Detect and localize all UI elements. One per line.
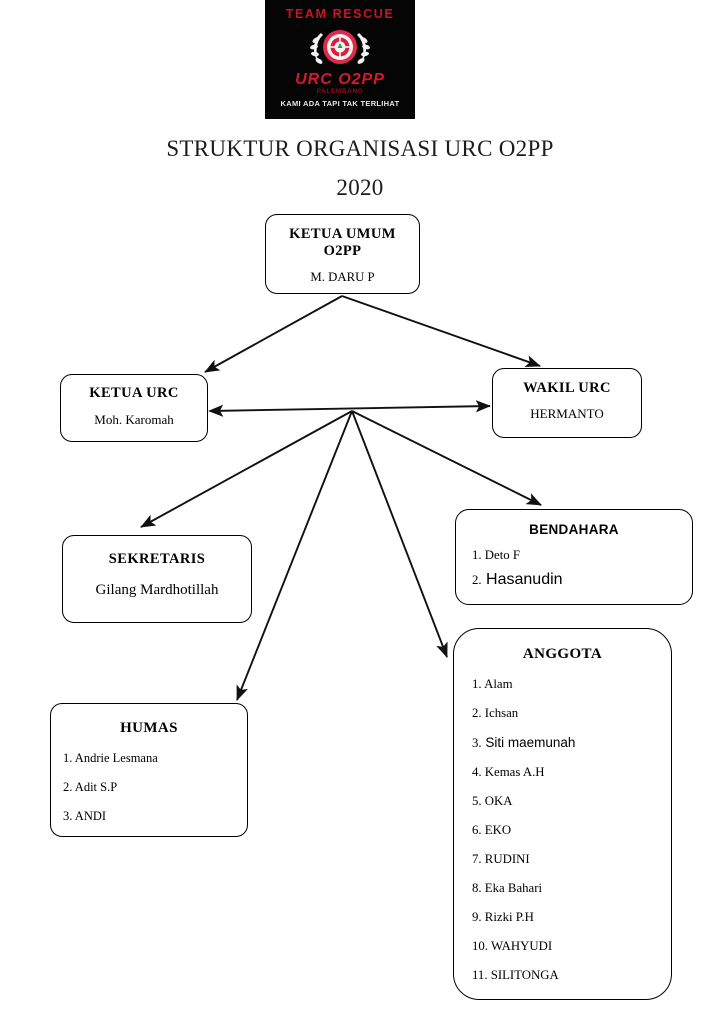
node-ketua-umum[interactable]: KETUA UMUM O2PP M. DARU P	[265, 214, 420, 294]
connector-hub-to-sekretaris	[140, 410, 353, 528]
connector-ketuaumum-to-ketuaurc	[204, 295, 343, 373]
connector-hub-to-humas	[236, 410, 353, 701]
node-ketua-urc[interactable]: KETUA URC Moh. Karomah	[60, 374, 208, 442]
node-sekretaris-title: SEKRETARIS	[108, 551, 206, 567]
list-item: 2. Adit S.P	[63, 780, 247, 795]
list-item: 9. Rizki P.H	[472, 910, 671, 925]
node-bendahara-title: BENDAHARA	[529, 522, 619, 537]
node-wakil-urc[interactable]: WAKIL URC HERMANTO	[492, 368, 642, 438]
list-item: 11. SILITONGA	[472, 968, 671, 983]
logo-org-text: URC O2PP	[295, 71, 385, 88]
list-item-number: 2.	[63, 780, 73, 794]
list-item-number: 1.	[472, 548, 482, 562]
node-ketua-umum-title-line1: KETUA UMUM	[289, 226, 396, 242]
list-item-name: Kemas A.H	[481, 765, 545, 779]
urc-o2pp-logo: TEAM RESCUE	[265, 0, 415, 119]
node-ketua-umum-title-line2: O2PP	[323, 243, 362, 259]
connector-ketuaumum-to-wakilurc	[341, 295, 541, 367]
logo-crest-icon	[310, 30, 370, 64]
list-item: 4. Kemas A.H	[472, 765, 671, 780]
list-item-name: Andrie Lesmana	[72, 751, 158, 765]
node-ketua-umum-name: M. DARU P	[310, 270, 375, 284]
node-wakil-urc-title: WAKIL URC	[523, 380, 611, 396]
node-humas-title: HUMAS	[120, 720, 178, 736]
list-item: 1. Deto F	[472, 548, 692, 563]
list-item: 8. Eka Bahari	[472, 881, 671, 896]
node-sekretaris[interactable]: SEKRETARIS Gilang Mardhotillah	[62, 535, 252, 623]
logo-sub-text: PALEMBANG	[316, 88, 364, 95]
list-item-name: Deto F	[481, 548, 521, 562]
list-item-number: 5.	[472, 794, 482, 808]
node-sekretaris-name: Gilang Mardhotillah	[95, 582, 219, 598]
list-item: 2. Ichsan	[472, 706, 671, 721]
node-bendahara-member-list: 1. Deto F 2. Hasanudin	[456, 548, 692, 589]
list-item-name: OKA	[481, 794, 513, 808]
list-item-name: Adit S.P	[72, 780, 118, 794]
connector-hub-to-anggota	[351, 410, 448, 658]
list-item-name: RUDINI	[481, 852, 530, 866]
list-item-number: 1.	[63, 751, 73, 765]
list-item-name: Siti maemunah	[481, 735, 576, 750]
list-item-number: 7.	[472, 852, 482, 866]
node-anggota-title: ANGGOTA	[522, 646, 603, 662]
node-anggota[interactable]: ANGGOTA 1. Alam 2. Ichsan 3. Siti maemunah…	[453, 628, 672, 1000]
list-item: 6. EKO	[472, 823, 671, 838]
list-item: 7. RUDINI	[472, 852, 671, 867]
connector-ketuaurc-to-wakilurc	[208, 400, 491, 417]
node-humas[interactable]: HUMAS 1. Andrie Lesmana 2. Adit S.P 3. AND…	[50, 703, 248, 837]
list-item-number: 2.	[472, 573, 482, 587]
list-item: 2. Hasanudin	[472, 571, 692, 589]
list-item-number: 11.	[472, 968, 488, 982]
list-item-number: 3.	[63, 809, 73, 823]
list-item: 1. Alam	[472, 677, 671, 692]
list-item: 5. OKA	[472, 794, 671, 809]
logo-tagline: KAMI ADA TAPI TAK TERLIHAT	[280, 99, 400, 108]
list-item-number: 6.	[472, 823, 482, 837]
list-item-name: Hasanudin	[481, 571, 563, 588]
list-item-number: 2.	[472, 706, 482, 720]
list-item-number: 4.	[472, 765, 482, 779]
node-humas-member-list: 1. Andrie Lesmana 2. Adit S.P 3. ANDI	[51, 751, 247, 824]
list-item-name: ANDI	[72, 809, 107, 823]
node-ketua-urc-name: Moh. Karomah	[94, 412, 174, 427]
node-ketua-urc-title: KETUA URC	[89, 385, 179, 401]
page-title: STRUKTUR ORGANISASI URC O2PP	[166, 136, 554, 161]
list-item-number: 10.	[472, 939, 488, 953]
connector-hub-to-bendahara	[351, 410, 542, 506]
list-item: 3. ANDI	[63, 809, 247, 824]
page-title-year: 2020	[336, 175, 384, 200]
list-item-name: Ichsan	[481, 706, 519, 720]
list-item: 1. Andrie Lesmana	[63, 751, 247, 766]
list-item: 3. Siti maemunah	[472, 735, 671, 751]
list-item-name: EKO	[481, 823, 512, 837]
list-item-name: Alam	[481, 677, 513, 691]
list-item-name: Eka Bahari	[481, 881, 543, 895]
list-item-name: SILITONGA	[487, 968, 559, 982]
list-item-name: WAHYUDI	[488, 939, 553, 953]
node-bendahara[interactable]: BENDAHARA 1. Deto F 2. Hasanudin	[455, 509, 693, 605]
list-item-number: 9.	[472, 910, 482, 924]
node-wakil-urc-name: HERMANTO	[530, 406, 604, 421]
list-item-number: 8.	[472, 881, 482, 895]
node-anggota-member-list: 1. Alam 2. Ichsan 3. Siti maemunah 4. Kemas…	[454, 677, 671, 983]
list-item-number: 3.	[472, 736, 482, 750]
list-item: 10. WAHYUDI	[472, 939, 671, 954]
list-item-number: 1.	[472, 677, 482, 691]
logo-team-text: TEAM RESCUE	[285, 7, 395, 21]
node-ketua-umum-title: KETUA UMUM O2PP	[266, 226, 419, 260]
list-item-name: Rizki P.H	[481, 910, 534, 924]
